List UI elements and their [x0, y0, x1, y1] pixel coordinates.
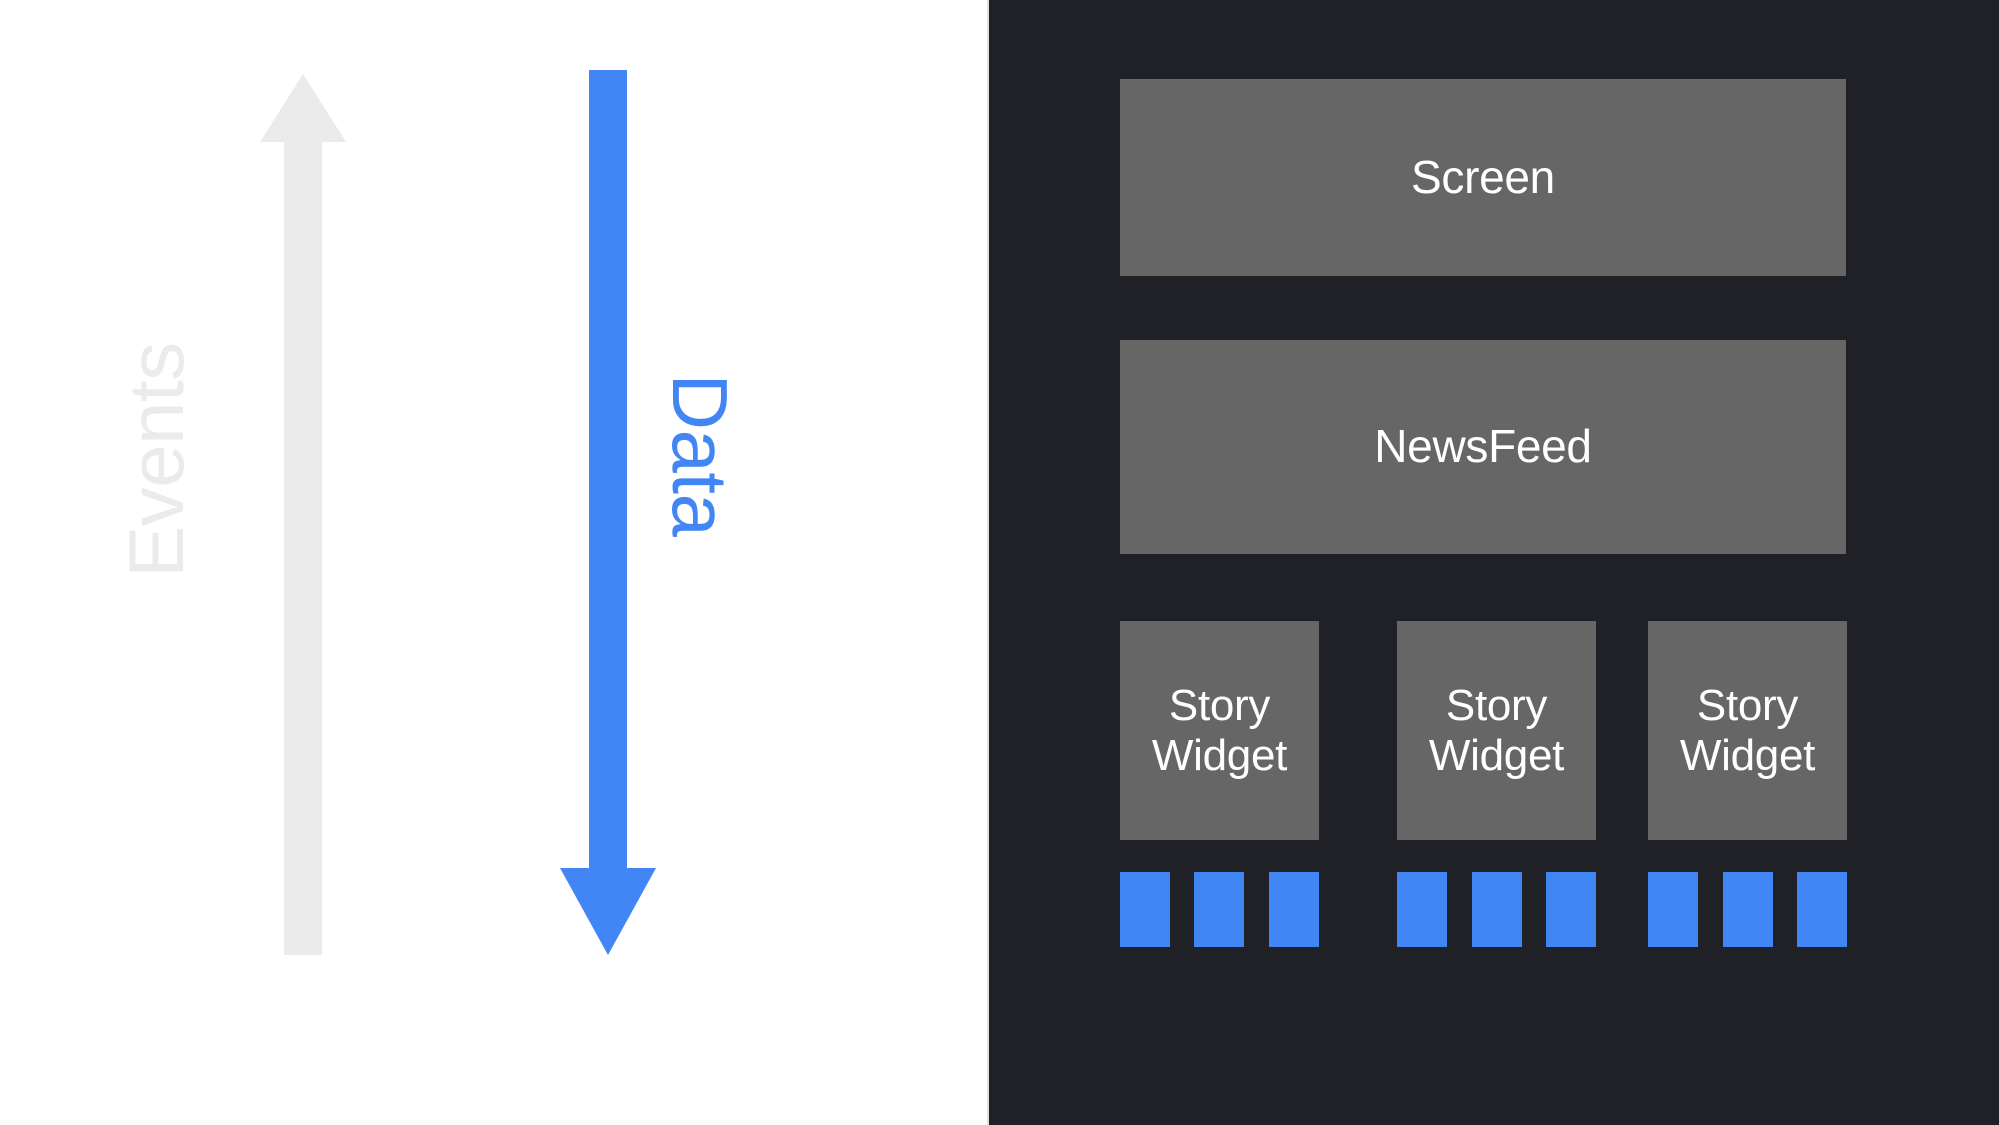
leaf-node[interactable]: [1723, 872, 1773, 947]
node-story-widget[interactable]: Story Widget: [1120, 621, 1319, 840]
node-newsfeed-label: NewsFeed: [1374, 420, 1592, 473]
component-tree-panel: Screen NewsFeed Story Widget Story Widge…: [989, 0, 1999, 1125]
leaf-node[interactable]: [1472, 872, 1522, 947]
leaf-node[interactable]: [1194, 872, 1244, 947]
node-story-widget-label: Story Widget: [1428, 681, 1565, 780]
flow-arrows-panel: Events Data: [0, 0, 989, 1125]
node-screen-label: Screen: [1411, 150, 1555, 203]
leaf-node[interactable]: [1397, 872, 1447, 947]
leaf-node[interactable]: [1797, 872, 1847, 947]
data-flow-label: Data: [656, 373, 744, 537]
leaf-node[interactable]: [1120, 872, 1170, 947]
arrow-up-icon: [260, 70, 346, 955]
leaf-node[interactable]: [1648, 872, 1698, 947]
leaf-node[interactable]: [1269, 872, 1319, 947]
node-screen[interactable]: Screen: [1120, 79, 1846, 276]
leaf-node[interactable]: [1546, 872, 1596, 947]
node-newsfeed[interactable]: NewsFeed: [1120, 340, 1846, 554]
node-story-widget-label: Story Widget: [1151, 681, 1288, 780]
events-flow-label: Events: [112, 342, 200, 578]
node-story-widget-label: Story Widget: [1679, 681, 1816, 780]
panel-divider: [987, 0, 989, 1125]
node-story-widget[interactable]: Story Widget: [1648, 621, 1847, 840]
arrow-down-icon: [560, 70, 656, 955]
node-story-widget[interactable]: Story Widget: [1397, 621, 1596, 840]
